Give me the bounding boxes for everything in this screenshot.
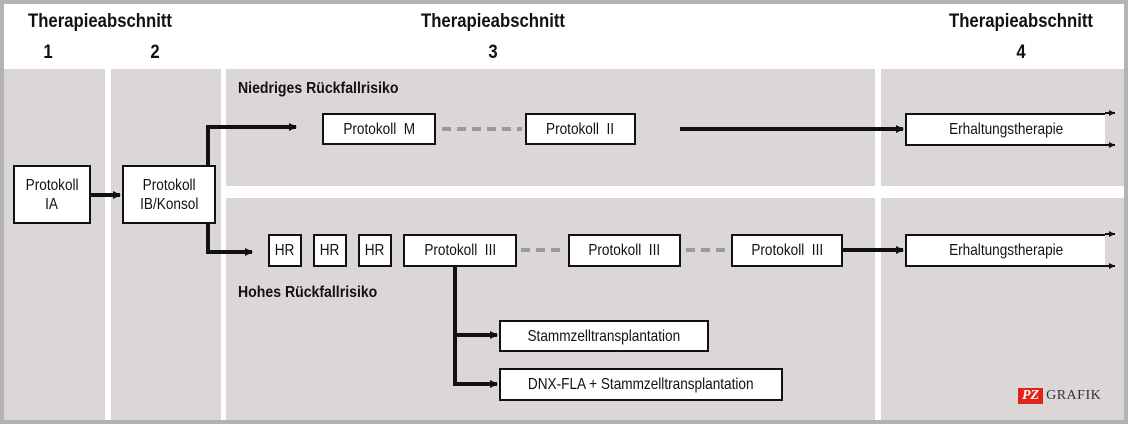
box-text: IB/Konsol [139,195,199,213]
header-section-4-number: 4 [1016,42,1026,63]
high-risk-label: Hohes Rückfallrisiko [238,284,378,301]
box-text: Stammzelltransplantation [527,327,681,345]
box-text: Protokoll [142,176,196,194]
box-text: Protokoll III [424,242,496,259]
box-text: HR [320,242,340,259]
box-text: DNX-FLA + Stammzelltransplantation [528,376,754,393]
box-protokoll-iii-2: Protokoll III [568,234,681,267]
box-text: Erhaltungstherapie [948,121,1064,138]
logo-text: GRAFIK [1046,388,1102,403]
branch-iii-vertical [453,266,498,388]
box-hr-2: HR [313,234,347,267]
box-maintenance-high: Erhaltungstherapie [905,234,1105,267]
header-section-3-number: 3 [488,42,498,63]
header-section-1-number: 1 [43,42,53,63]
box-text: Protokoll [25,176,79,194]
pz-grafik-logo: PZ GRAFIK [1018,388,1101,404]
box-text: IA [45,195,59,213]
box-text: Erhaltungstherapie [948,242,1064,259]
box-stem-cell-transplant: Stammzelltransplantation [499,320,709,352]
header-section-4-title: Therapieabschnitt [948,11,1094,32]
panel-section-1 [4,69,105,420]
box-text: Protokoll M [343,120,415,138]
box-text: HR [275,242,295,259]
header-section-2-number: 2 [150,42,160,63]
arrow-ib-to-high [206,224,253,256]
box-text: Protokoll III [751,242,823,259]
box-protokoll-iii-1: Protokoll III [403,234,517,267]
box-protokoll-ii: Protokoll II [525,113,636,145]
box-hr-1: HR [268,234,302,267]
logo-mark: PZ [1018,388,1044,404]
box-text: Protokoll III [588,242,661,259]
header-section-1-title: Therapieabschnitt [27,11,173,32]
box-text: HR [365,242,385,259]
box-hr-3: HR [358,234,392,267]
panel-section-2 [111,69,221,420]
box-protokoll-m: Protokoll M [322,113,436,145]
box-dnx-fla-transplant: DNX-FLA + Stammzelltransplantation [499,368,783,401]
low-risk-label: Niedriges Rückfallrisiko [238,80,399,97]
box-maintenance-low: Erhaltungstherapie [905,113,1105,146]
header-section-3-title: Therapieabschnitt [420,11,566,32]
arrow-ib-to-low [206,123,297,165]
box-text: Protokoll II [546,120,615,138]
box-protokoll-iii-3: Protokoll III [731,234,843,267]
